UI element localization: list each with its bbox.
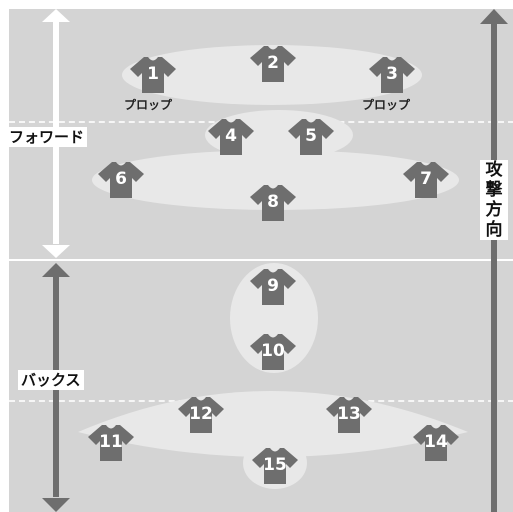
player-number: 5	[305, 126, 317, 146]
attack-direction-label: 攻 撃 方 向	[480, 160, 508, 240]
prop-label-left: プロップ	[124, 98, 173, 112]
jersey-icon	[369, 57, 415, 93]
player-number: 14	[424, 432, 448, 452]
jersey-icon	[326, 397, 372, 433]
jersey-icon	[288, 119, 334, 155]
prop-label-right: プロップ	[362, 98, 411, 112]
player-number: 10	[261, 341, 285, 361]
jersey-icon	[250, 334, 296, 370]
jersey-icon	[178, 397, 224, 433]
player-13: 13	[326, 395, 372, 433]
attack-direction-arrow	[480, 9, 508, 512]
forwards-label: フォワード	[6, 127, 88, 147]
player-number: 7	[420, 169, 432, 189]
player-number: 11	[99, 432, 123, 452]
player-2: 2	[250, 44, 296, 82]
player-15: 15	[252, 446, 298, 484]
player-number: 8	[267, 192, 279, 212]
direction-char: 攻	[485, 160, 503, 180]
player-number: 2	[267, 53, 279, 73]
player-10: 10	[250, 332, 296, 370]
player-number: 3	[386, 64, 398, 84]
jersey-icon	[252, 448, 298, 484]
player-1: 1	[130, 55, 176, 93]
player-14: 14	[413, 423, 459, 461]
jersey-icon	[130, 57, 176, 93]
player-number: 15	[263, 455, 287, 475]
player-7: 7	[403, 160, 449, 198]
jersey-icon	[403, 162, 449, 198]
player-number: 6	[115, 169, 127, 189]
jersey-icon	[208, 119, 254, 155]
jersey-icon	[88, 425, 134, 461]
player-number: 13	[337, 404, 361, 424]
player-number: 4	[225, 126, 237, 146]
player-11: 11	[88, 423, 134, 461]
jersey-icon	[250, 269, 296, 305]
player-number: 9	[267, 276, 279, 296]
player-8: 8	[250, 183, 296, 221]
direction-char: 方	[485, 200, 503, 220]
backs-label: バックス	[18, 370, 84, 390]
player-12: 12	[178, 395, 224, 433]
jersey-icon	[250, 185, 296, 221]
player-number: 1	[147, 64, 159, 84]
jersey-icon	[413, 425, 459, 461]
jersey-icon	[98, 162, 144, 198]
player-9: 9	[250, 267, 296, 305]
player-4: 4	[208, 117, 254, 155]
player-5: 5	[288, 117, 334, 155]
jersey-icon	[250, 46, 296, 82]
direction-char: 撃	[485, 180, 503, 200]
player-6: 6	[98, 160, 144, 198]
halfway-line	[9, 259, 513, 261]
player-number: 12	[189, 404, 213, 424]
direction-char: 向	[485, 220, 503, 240]
player-3: 3	[369, 55, 415, 93]
